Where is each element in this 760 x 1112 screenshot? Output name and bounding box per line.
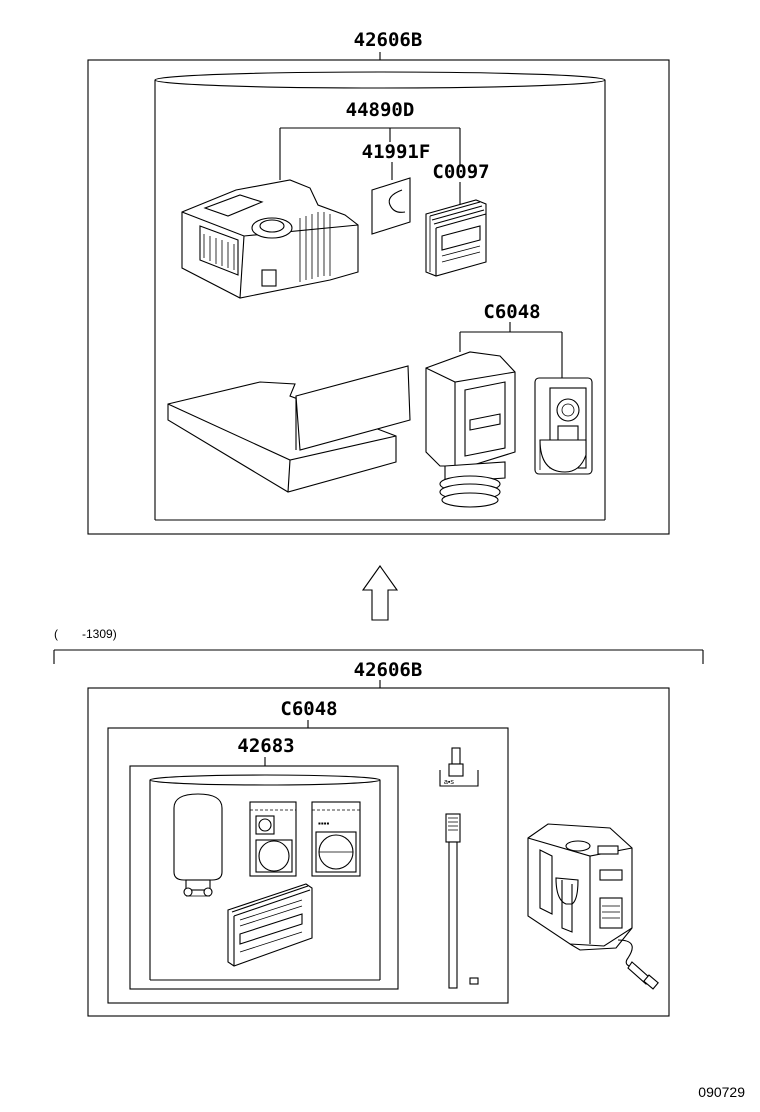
manual-booklet-drawing: [425, 199, 487, 277]
reference-code: 090729: [698, 1084, 745, 1100]
lower-compressor-drawing: [527, 823, 659, 990]
bottle-label: 42683: [237, 735, 294, 757]
label-sheet-2-glyphs: ▪▪▪▪: [318, 819, 330, 828]
bottle-label-drawing: [534, 377, 593, 475]
hose-drawing: [445, 813, 479, 989]
upper-outer-frame: [87, 59, 670, 535]
lower-assembly-label: 42606B: [354, 659, 423, 681]
compressor-drawing: [425, 351, 516, 508]
label-sheet-1-drawing: [249, 801, 297, 877]
sticker-drawing: [371, 177, 411, 235]
lower-compressor-label: C6048: [280, 698, 337, 720]
upper-assembly: 42606B 44890D 41991F C0097: [87, 29, 670, 535]
manual-label: C0097: [432, 161, 489, 183]
compressor-leader: [459, 322, 563, 378]
instruction-booklet-drawing: [227, 883, 313, 967]
bottle-kit-frame: [129, 765, 399, 990]
sealant-bottle-drawing: [173, 793, 223, 897]
lower-inner-container: [149, 774, 381, 981]
valve-tool-mark: a▪s: [444, 779, 454, 786]
lower-kit-frame: [107, 727, 509, 1004]
label-sheet-2-drawing: ▪▪▪▪: [311, 801, 361, 877]
valve-tool-drawing: a▪s: [439, 747, 479, 787]
up-arrow-icon: [361, 565, 399, 621]
lower-outer-frame: [87, 687, 670, 1017]
date-range-bracket: [53, 649, 704, 664]
compressor-label: C6048: [483, 301, 540, 323]
foam-tray-drawing: [167, 365, 411, 493]
sticker-label: 41991F: [362, 141, 431, 163]
upper-assembly-label: 42606B: [354, 29, 423, 51]
kit-leader: [279, 127, 461, 180]
lower-assembly: ( -1309) 42606B C6048 42683: [53, 627, 704, 1017]
upper-kit-container: [154, 71, 606, 521]
sealant-case-drawing: [181, 179, 359, 299]
date-range-label: ( -1309): [54, 627, 117, 641]
kit-label: 44890D: [346, 99, 415, 121]
